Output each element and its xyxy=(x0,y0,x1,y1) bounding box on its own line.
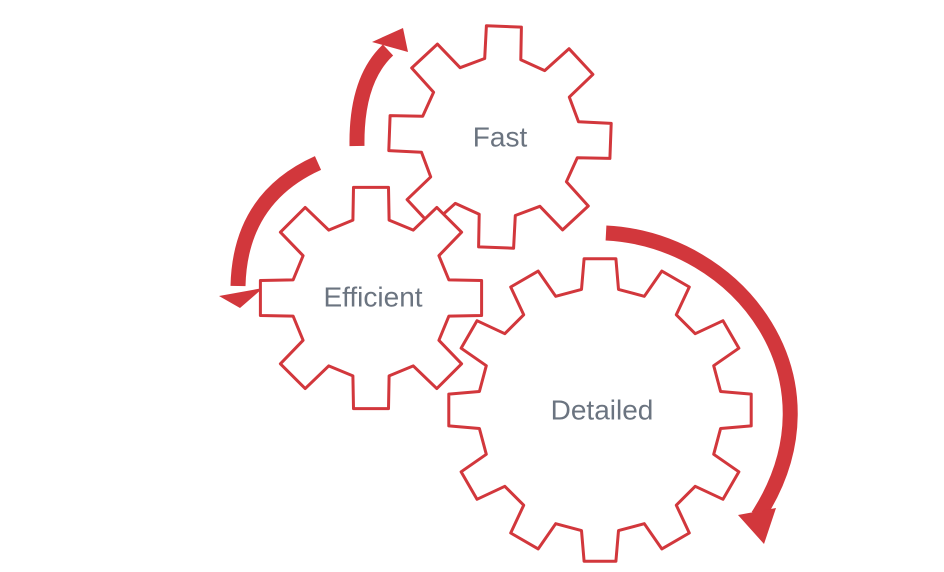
gear-fast-label: Fast xyxy=(473,122,528,153)
arrow-left-head xyxy=(219,288,263,308)
gear-detailed-label: Detailed xyxy=(551,395,654,426)
arrow-up-head xyxy=(372,28,408,52)
arrow-up-shaft xyxy=(349,44,394,147)
arrow-right-head xyxy=(738,508,776,544)
gear-fast-icon xyxy=(387,24,613,250)
gear-detailed-icon xyxy=(447,257,753,563)
gear-efficient: Efficient xyxy=(258,185,484,411)
gear-efficient-icon xyxy=(258,185,484,411)
arrow-left-icon xyxy=(219,156,322,308)
arrow-right-shaft xyxy=(605,225,798,521)
arrow-up-icon xyxy=(349,28,408,147)
arrow-right-icon xyxy=(605,225,798,544)
gear-efficient-label: Efficient xyxy=(323,282,422,313)
gear-detailed: Detailed xyxy=(447,257,753,563)
gear-fast: Fast xyxy=(387,24,613,250)
arrow-left-shaft xyxy=(230,156,322,287)
